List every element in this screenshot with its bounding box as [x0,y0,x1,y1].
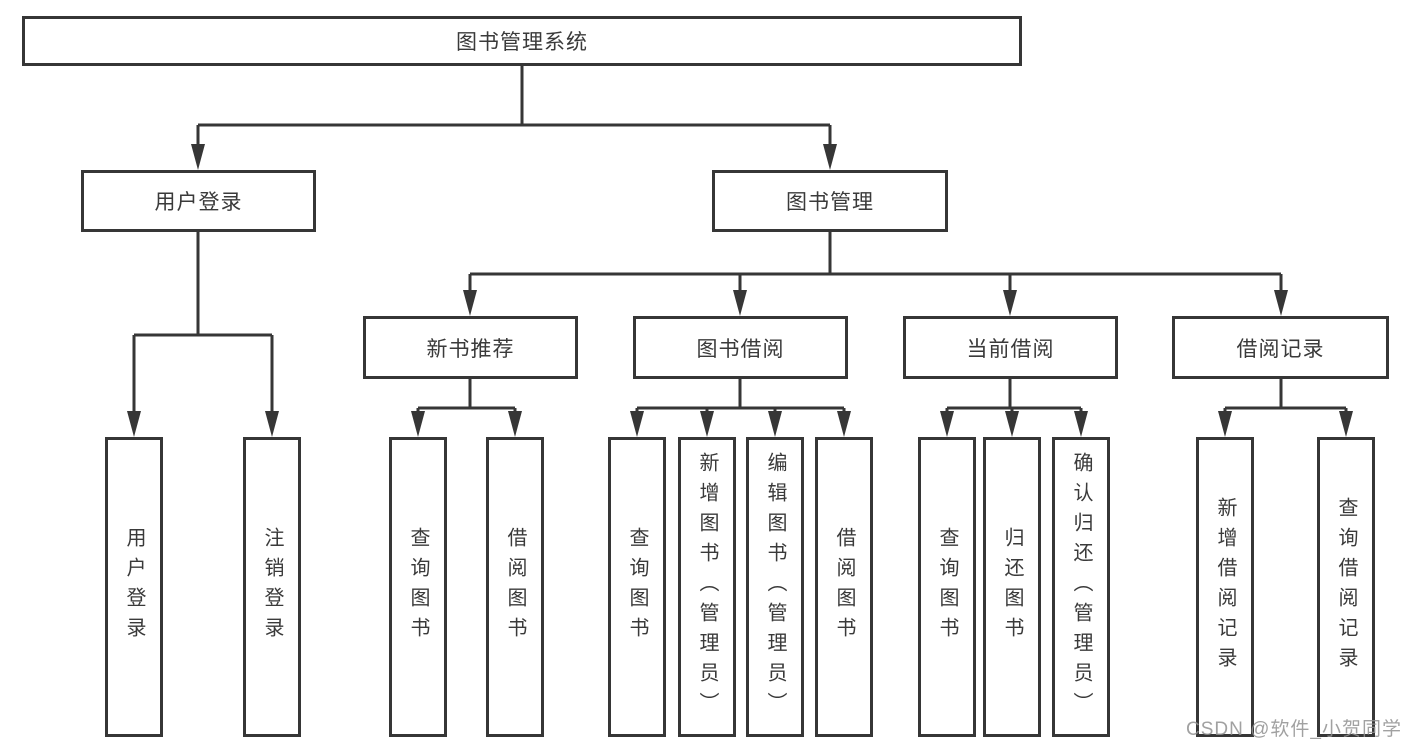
leaf-user-login: 用户登录 [105,437,163,737]
leaf-borrow-borrow-books-label: 借阅图书 [833,527,855,647]
node-user-login: 用户登录 [81,170,316,232]
leaf-logout: 注销登录 [243,437,301,737]
leaf-borrow-borrow-books: 借阅图书 [815,437,873,737]
leaf-borrow-query-books: 查询图书 [608,437,666,737]
node-current-borrow: 当前借阅 [903,316,1118,379]
leaf-borrow-edit-books-admin-label: 编辑图书（管理员） [764,452,786,722]
node-book-management-label: 图书管理 [786,191,874,214]
node-library-system-label: 图书管理系统 [456,31,588,54]
leaf-user-login-label: 用户登录 [123,527,145,647]
node-borrow-records-label: 借阅记录 [1236,337,1325,361]
leaf-newbook-borrow-books-label: 借阅图书 [504,527,526,647]
leaf-current-confirm-return-admin-label: 确认归还（管理员） [1070,452,1092,722]
node-new-book-recommend: 新书推荐 [363,316,578,379]
leaf-borrow-query-books-label: 查询图书 [626,527,648,647]
leaf-newbook-query-books: 查询图书 [389,437,447,737]
leaf-current-query-books-label: 查询图书 [936,527,958,647]
leaf-current-query-books: 查询图书 [918,437,976,737]
node-book-borrow-label: 图书借阅 [696,337,785,361]
node-current-borrow-label: 当前借阅 [966,337,1055,361]
leaf-records-query-record: 查询借阅记录 [1317,437,1375,737]
leaf-logout-label: 注销登录 [261,527,283,647]
leaf-borrow-edit-books-admin: 编辑图书（管理员） [746,437,804,737]
node-new-book-recommend-label: 新书推荐 [426,337,515,361]
leaf-current-return-books-label: 归还图书 [1001,527,1023,647]
node-library-system: 图书管理系统 [22,16,1022,66]
node-borrow-records: 借阅记录 [1172,316,1389,379]
node-book-borrow: 图书借阅 [633,316,848,379]
node-user-login-label: 用户登录 [154,191,243,214]
leaf-borrow-add-books-admin-label: 新增图书（管理员） [696,452,718,722]
leaf-records-query-record-label: 查询借阅记录 [1335,497,1357,677]
leaf-current-confirm-return-admin: 确认归还（管理员） [1052,437,1110,737]
leaf-newbook-query-books-label: 查询图书 [407,527,429,647]
leaf-current-return-books: 归还图书 [983,437,1041,737]
csdn-watermark: CSDN @软件_小贺同学 [1186,719,1402,740]
node-book-management: 图书管理 [712,170,948,232]
arrowheads [127,144,1353,437]
leaf-records-add-record-label: 新增借阅记录 [1214,497,1236,677]
leaf-borrow-add-books-admin: 新增图书（管理员） [678,437,736,737]
leaf-newbook-borrow-books: 借阅图书 [486,437,544,737]
leaf-records-add-record: 新增借阅记录 [1196,437,1254,737]
